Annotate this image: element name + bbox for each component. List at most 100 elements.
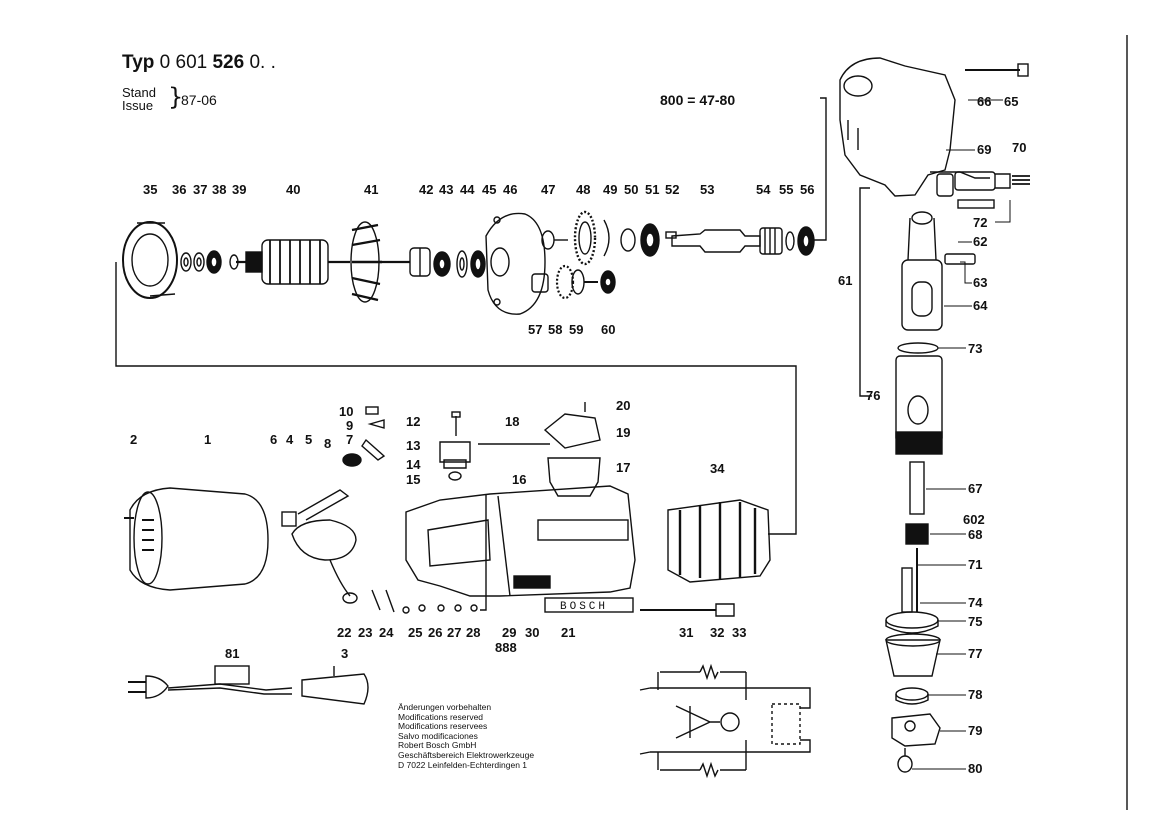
label-57: 57: [528, 322, 542, 337]
label-81: 81: [225, 646, 239, 661]
item-25-28-small-parts: [418, 604, 478, 612]
leader-stator: [115, 262, 797, 535]
item-42-bearing: [409, 247, 431, 277]
item-14-bracket: [443, 459, 467, 469]
label-14: 14: [406, 457, 421, 472]
label-37: 37: [193, 182, 207, 197]
label-45: 45: [482, 182, 496, 197]
label-12: 12: [406, 414, 420, 429]
label-21: 21: [561, 625, 575, 640]
leader-housing: [814, 97, 827, 241]
type-number-main: 0 601: [159, 52, 208, 73]
item-65-66-screw: [965, 63, 1029, 77]
label-68: 68: [968, 527, 982, 542]
item-8-knob: [342, 453, 362, 467]
label-44: 44: [460, 182, 475, 197]
label-61: 61: [838, 273, 852, 288]
item-41-fan: [350, 221, 410, 303]
item-80-screw: [897, 748, 913, 773]
label-24: 24: [379, 625, 394, 640]
label-23: 23: [358, 625, 372, 640]
item-56-bearing: [797, 226, 815, 256]
label-76: 76: [866, 388, 880, 403]
label-7: 7: [346, 432, 353, 447]
item-77-cap: [885, 633, 941, 677]
label-36: 36: [172, 182, 186, 197]
label-72: 72: [973, 215, 987, 230]
label-31: 31: [679, 625, 693, 640]
label-53: 53: [700, 182, 714, 197]
item-40-armature: [236, 239, 350, 285]
leader-61-76: [859, 187, 872, 397]
brace: }: [168, 83, 184, 111]
brand-plate-text: BOSCH: [560, 601, 608, 613]
stand-label: Stand: [122, 85, 156, 100]
item-34-stator: [667, 499, 771, 583]
label-888: 888: [495, 640, 517, 655]
note-line: Salvo modificaciones: [398, 730, 478, 741]
item-44-ring: [456, 250, 468, 278]
label-32: 32: [710, 625, 724, 640]
label-43: 43: [439, 182, 453, 197]
item-17-bracket: [547, 457, 601, 497]
label-50: 50: [624, 182, 638, 197]
item-48-gear: [573, 210, 597, 266]
item-31-33-cable: [640, 603, 735, 617]
label-26: 26: [428, 625, 442, 640]
item-72-pin: [957, 199, 995, 209]
label-30: 30: [525, 625, 539, 640]
item-68-spring: [905, 523, 929, 545]
item-16-housing: [405, 485, 636, 597]
label-3: 3: [341, 646, 348, 661]
label-17: 17: [616, 460, 630, 475]
label-65: 65: [1004, 94, 1018, 109]
item-21-nameplate: [544, 597, 634, 613]
item-4-6-brushes: [281, 511, 297, 527]
label-33: 33: [732, 625, 746, 640]
label-6: 6: [270, 432, 277, 447]
label-8: 8: [324, 436, 331, 451]
label-63: 63: [973, 275, 987, 290]
item-63-pin: [944, 253, 976, 265]
type-prefix: Typ: [122, 52, 155, 73]
item-47-screw: [541, 230, 568, 250]
item-37-washer: [193, 252, 205, 272]
label-55: 55: [779, 182, 793, 197]
reference-code: 800 = 47-80: [660, 92, 736, 108]
label-28: 28: [466, 625, 480, 640]
item-73-ring: [897, 342, 939, 354]
item-71-pin: [901, 548, 918, 613]
label-78: 78: [968, 687, 982, 702]
label-15: 15: [406, 472, 420, 487]
label-5: 5: [305, 432, 312, 447]
label-54: 54: [756, 182, 771, 197]
label-58: 58: [548, 322, 562, 337]
item-9-clip: [367, 419, 385, 429]
item-69-70-bolt: [954, 171, 1030, 191]
label-19: 19: [616, 425, 630, 440]
label-46: 46: [503, 182, 517, 197]
label-48: 48: [576, 182, 590, 197]
note-line: Robert Bosch GmbH: [398, 740, 477, 751]
label-2: 2: [130, 432, 137, 447]
item-43-bearing: [433, 251, 451, 277]
label-25: 25: [408, 625, 422, 640]
publisher-notes: Änderungen vorbehalten Modifications res…: [398, 702, 534, 770]
label-10: 10: [339, 404, 353, 419]
item-60-bearing: [600, 270, 616, 294]
label-60: 60: [601, 322, 615, 337]
item-81-cord: [128, 665, 293, 699]
wiring-diagram: [639, 663, 811, 779]
item-1-motor-cover: [129, 487, 269, 591]
item-52-key: [665, 231, 677, 239]
note-line: Modifications reservees: [398, 721, 488, 732]
label-22: 22: [337, 625, 351, 640]
label-74: 74: [968, 595, 983, 610]
item-12-screw: [451, 411, 461, 436]
label-35: 35: [143, 182, 157, 197]
note-line: D 7022 Leinfelden-Echterdingen 1: [398, 759, 528, 770]
item-35-shield: [122, 221, 178, 299]
label-18: 18: [505, 414, 519, 429]
stand-issue-label: Stand Issue: [122, 86, 156, 112]
